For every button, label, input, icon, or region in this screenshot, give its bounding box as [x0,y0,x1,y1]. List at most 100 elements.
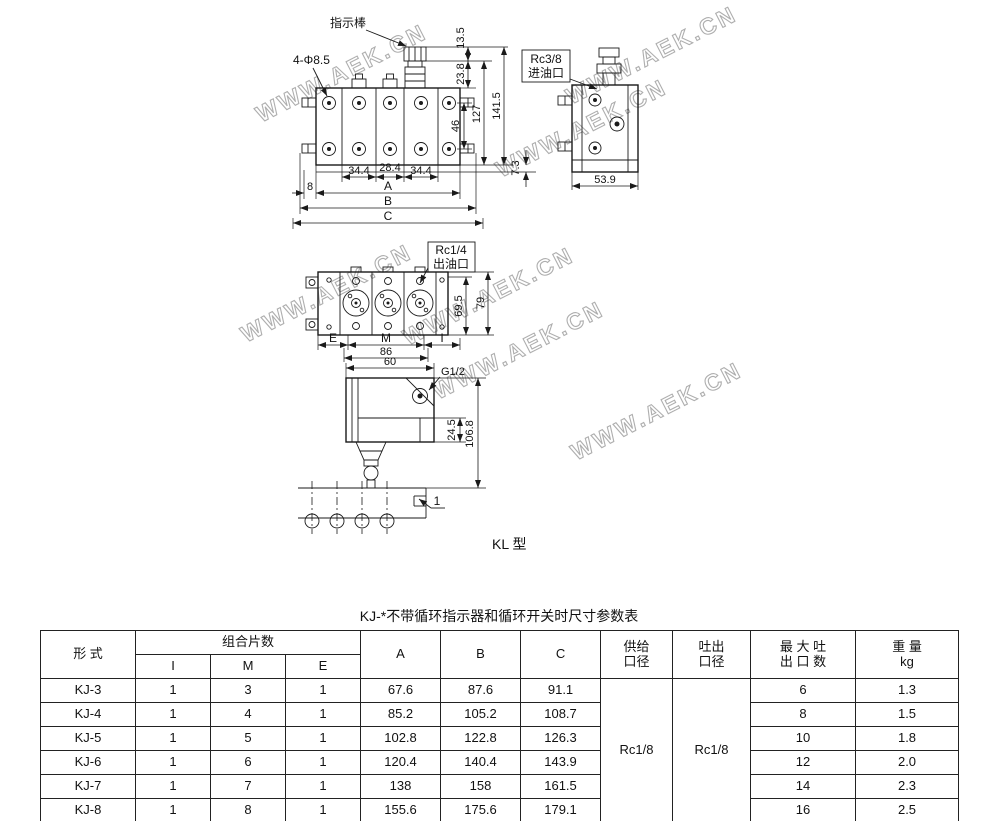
parameter-table: 形 式 组合片数 A B C 供给 口径 吐出 口径 最 大 吐 出 口 数 [40,630,960,821]
col-header-weight: 重 量 kg [855,630,960,679]
cell-weight: 1.8 [855,726,960,751]
kl-body [345,377,435,443]
top-view: Rc1/4 出油口 69.5 79 E M I 86 [305,241,494,362]
indicator-rod [403,46,427,89]
dim-13-5: 13.5 [455,27,467,48]
col-header-discharge-line2: 口径 [698,653,725,669]
table-title: KJ-*不带循环指示器和循环开关时尺寸参数表 [359,608,639,624]
col-header-e: E [284,654,362,679]
col-header-supply-line1: 供给 [623,638,650,654]
dim-34-4-right: 34.4 [410,165,431,177]
watermark-text: WWW.AEK.CN [567,357,747,466]
cell-m: 7 [210,774,286,799]
cell-e: 1 [284,702,362,727]
col-header-discharge-line1: 吐出 [698,638,725,654]
cell-outlets: 8 [750,702,857,727]
col-header-weight-line2: kg [900,653,914,669]
dim-m: M [381,331,391,345]
outlet-port-label: Rc1/4 [435,243,467,257]
cell-a: 120.4 [360,750,442,775]
dim-69-5: 69.5 [453,295,465,316]
cell-weight: 2.0 [855,750,960,775]
dim-127: 127 [471,105,483,123]
col-header-max-outlets: 最 大 吐 出 口 数 [750,630,857,679]
cell-weight: 1.3 [855,678,960,703]
cell-type: KJ-5 [40,726,136,751]
table-row: KJ-7 1 7 1 138 158 161.5 14 2.3 [40,774,960,799]
dim-79: 79 [475,297,487,309]
dim-28-4: 28.4 [379,162,400,174]
cell-c: 143.9 [520,750,602,775]
cell-a: 138 [360,774,442,799]
inlet-label-box [521,49,571,83]
cell-b: 158 [440,774,522,799]
cell-i: 1 [135,726,211,751]
cell-type: KJ-3 [40,678,136,703]
outlet-port-label: 出油口 [433,257,469,271]
dim-8: 8 [307,181,313,193]
col-header-a: A [360,630,442,679]
cell-i: 1 [135,702,211,727]
table-row: KJ-4 1 4 1 85.2 105.2 108.7 8 1.5 [40,702,960,727]
cell-weight: 2.5 [855,798,960,821]
cell-type: KJ-7 [40,774,136,799]
inlet-port-label: Rc3/8 [530,52,562,66]
cell-weight: 1.5 [855,702,960,727]
mounting-bolt [459,97,475,108]
indicator-label: 指示棒 [330,15,366,30]
col-header-max-outlets-line1: 最 大 吐 [779,638,827,654]
cell-type: KJ-4 [40,702,136,727]
cell-m: 8 [210,798,286,821]
col-header-discharge: 吐出 口径 [672,630,752,679]
cell-e: 1 [284,678,362,703]
mounting-bolt [459,143,475,154]
dim-b: B [384,194,392,208]
dim-i: I [440,331,443,345]
mounting-bolt [301,97,317,108]
cell-c: 179.1 [520,798,602,821]
cell-e: 1 [284,750,362,775]
dim-141-5: 141.5 [491,92,503,120]
cell-e: 1 [284,798,362,821]
cell-a: 85.2 [360,702,442,727]
cell-outlets: 16 [750,798,857,821]
cell-b: 175.6 [440,798,522,821]
callout-1: 1 [434,494,441,508]
cell-m: 4 [210,702,286,727]
dim-34-4-left: 34.4 [348,165,369,177]
cell-e: 1 [284,774,362,799]
dim-23-8: 23.8 [455,63,467,84]
cell-b: 87.6 [440,678,522,703]
table-header-row-2: I M E [41,654,959,679]
dim-60: 60 [384,356,396,368]
cell-i: 1 [135,774,211,799]
cell-m: 5 [210,726,286,751]
inlet-port-label: 进油口 [528,66,564,80]
cell-a: 102.8 [360,726,442,751]
technical-drawing: WWW.AEK.CN WWW.AEK.CN WWW.AEK.CN WWW.AEK… [236,0,747,552]
col-header-max-outlets-line2: 出 口 数 [779,653,827,669]
col-header-group: 组合片数 [134,630,362,655]
dim-7-3: 7.3 [510,160,522,175]
cell-discharge-port: Rc1/8 [672,678,752,821]
cell-m: 6 [210,750,286,775]
watermark-layer: WWW.AEK.CN WWW.AEK.CN WWW.AEK.CN WWW.AEK… [236,0,747,466]
front-view-ports [322,96,456,156]
cell-a: 67.6 [360,678,442,703]
kl-indicator-assembly [355,441,387,489]
kl-manifold-strip [298,481,427,534]
col-header-supply: 供给 口径 [600,630,674,679]
cell-outlets: 14 [750,774,857,799]
kl-view: 60 G1/2 24.5 [298,356,527,552]
dim-46: 46 [450,120,462,132]
col-header-m: M [210,654,286,679]
dim-24-5: 24.5 [446,419,458,440]
cell-c: 126.3 [520,726,602,751]
cell-c: 161.5 [520,774,602,799]
col-header-i: I [135,654,211,679]
side-view: Rc3/8 进油口 53.9 [521,47,639,190]
cell-e: 1 [284,726,362,751]
cell-outlets: 12 [750,750,857,775]
cell-b: 140.4 [440,750,522,775]
